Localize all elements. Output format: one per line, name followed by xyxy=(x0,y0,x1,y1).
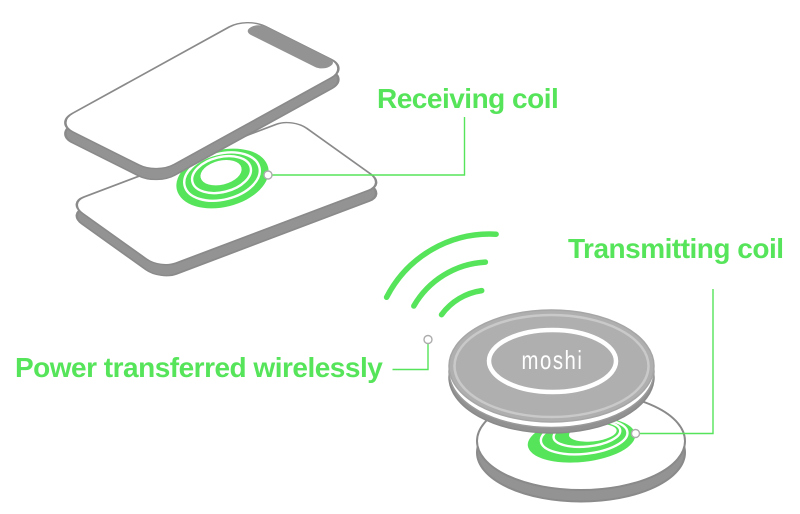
pad-top-disc: moshi xyxy=(448,309,655,434)
pad-top-face xyxy=(448,309,655,423)
receiving-coil-hole xyxy=(200,159,242,186)
wifi-arc-large xyxy=(383,231,499,301)
pad-inner-ring xyxy=(486,327,619,395)
phone-body xyxy=(64,22,340,181)
receiving-coil-leader-dot xyxy=(263,170,273,180)
receiving-coil-leader-line xyxy=(268,117,466,176)
receiving-coil-icon xyxy=(176,148,269,209)
receiving-coil-ring-2 xyxy=(190,154,253,195)
transmitting-coil-label: Transmitting coil xyxy=(568,233,784,264)
wifi-arc-medium xyxy=(411,259,489,309)
pad-edge-highlight xyxy=(453,313,650,419)
receiving-coil-ring-1 xyxy=(183,151,261,202)
wifi-arc-small xyxy=(438,287,485,318)
power-transfer-leader-line xyxy=(392,344,429,371)
power-transfer-label: Power transferred wirelessly xyxy=(15,352,383,383)
transmitting-coil-leader-dot xyxy=(630,428,641,439)
phone-notch-icon xyxy=(247,25,333,69)
moshi-logo: moshi xyxy=(522,345,584,375)
transmitting-coil-leader-line xyxy=(635,289,714,435)
power-transfer-leader-dot xyxy=(423,334,433,345)
wireless-waves-icon xyxy=(383,231,499,318)
receiving-coil-label: Receiving coil xyxy=(377,83,558,114)
